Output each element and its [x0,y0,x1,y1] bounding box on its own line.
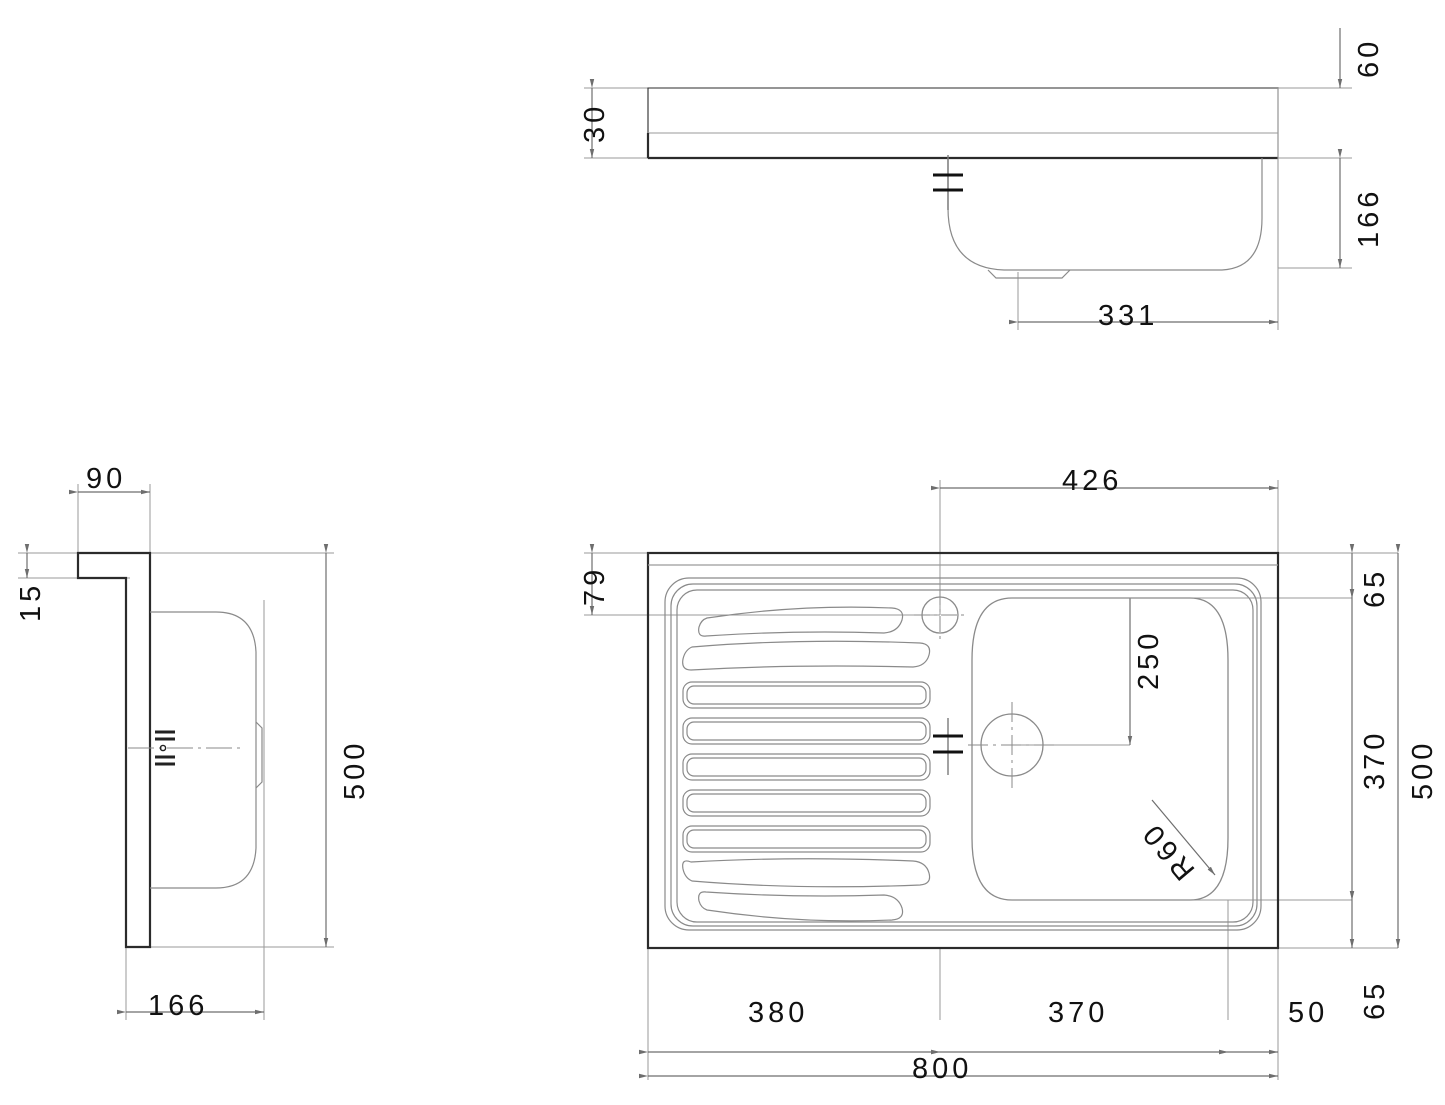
dimension-500-plan-label: 500 [1407,740,1439,800]
dimension-79: 79 [579,544,611,615]
side-backsplash-profile [76,551,152,949]
dimension-65-bottom: 65 [1349,891,1391,1020]
groove-7 [682,825,931,853]
waste-detail-marker [128,730,244,766]
break-symbol-plan [933,718,963,775]
dimension-250-label: 250 [1133,630,1165,690]
front-extension-lines [584,87,1352,330]
dimension-500-side: 500 [323,544,371,947]
dimension-166-side: 166 [117,990,264,1022]
dimension-800-label: 800 [912,1053,972,1085]
dimension-30: 30 [579,79,611,158]
side-bowl-profile [150,611,263,889]
side-extension-lines [18,484,334,1020]
dimension-166-front: 166 [1337,149,1385,268]
front-section-view: 30 60 166 331 [579,28,1385,332]
groove-2 [682,640,931,671]
waste-hole [968,702,1056,790]
plan-outer-outline [646,551,1280,950]
groove-1 [698,606,904,637]
dimension-79-label: 79 [579,566,611,606]
dimension-331-label: 331 [1098,300,1158,332]
dimension-370-vertical: 370 [1349,589,1391,900]
dimension-15-label: 15 [15,582,47,622]
groove-9 [698,891,904,922]
dimension-426: 426 [931,465,1278,497]
groove-8 [682,858,931,888]
dimension-65-bottom-label: 65 [1359,980,1391,1020]
groove-5 [682,753,931,781]
dimension-380-label: 380 [748,997,808,1029]
dimension-90: 90 [69,463,150,495]
dimension-370-horizontal-label: 370 [1048,997,1108,1029]
tap-hole [914,589,966,641]
dimension-800: 800 [639,1053,1278,1085]
dimension-500-plan: 500 [1395,544,1439,948]
dimension-90-label: 90 [86,463,126,495]
groove-3 [682,681,931,709]
plan-bowl-outline [971,597,1229,901]
dimension-426-label: 426 [1062,465,1122,497]
front-bowl-profile [947,158,1263,279]
dimension-60: 60 [1337,28,1385,88]
dimension-60-label: 60 [1353,38,1385,78]
side-section-view: 90 15 500 166 [15,463,371,1022]
dimension-65-top-label: 65 [1359,568,1391,608]
dimension-166-side-label: 166 [148,990,208,1022]
dimension-15: 15 [15,544,47,622]
dimension-500-side-label: 500 [339,740,371,800]
dimension-331: 331 [1009,300,1278,332]
dimension-370-vertical-label: 370 [1359,730,1391,790]
groove-4 [682,717,931,745]
dimension-166-front-label: 166 [1353,188,1385,248]
break-symbol-front [933,155,963,210]
dimension-250: 250 [1127,598,1165,745]
dimension-50: 50 [1219,997,1328,1055]
dimension-65-top: 65 [1349,544,1391,608]
radius-r60-label: R60 [1135,816,1201,887]
dimension-370-horizontal: 370 [931,997,1228,1055]
plan-view: 426 79 250 65 370 65 500 [579,465,1439,1085]
front-top-plate [646,87,1279,268]
dimension-380: 380 [639,997,940,1055]
dimension-30-label: 30 [579,103,611,143]
plan-recess-outline [664,577,1262,931]
groove-6 [682,789,931,817]
dimension-50-label: 50 [1288,997,1328,1029]
radius-r60-leader: R60 [1135,799,1216,887]
drainer-grooves [682,606,931,922]
